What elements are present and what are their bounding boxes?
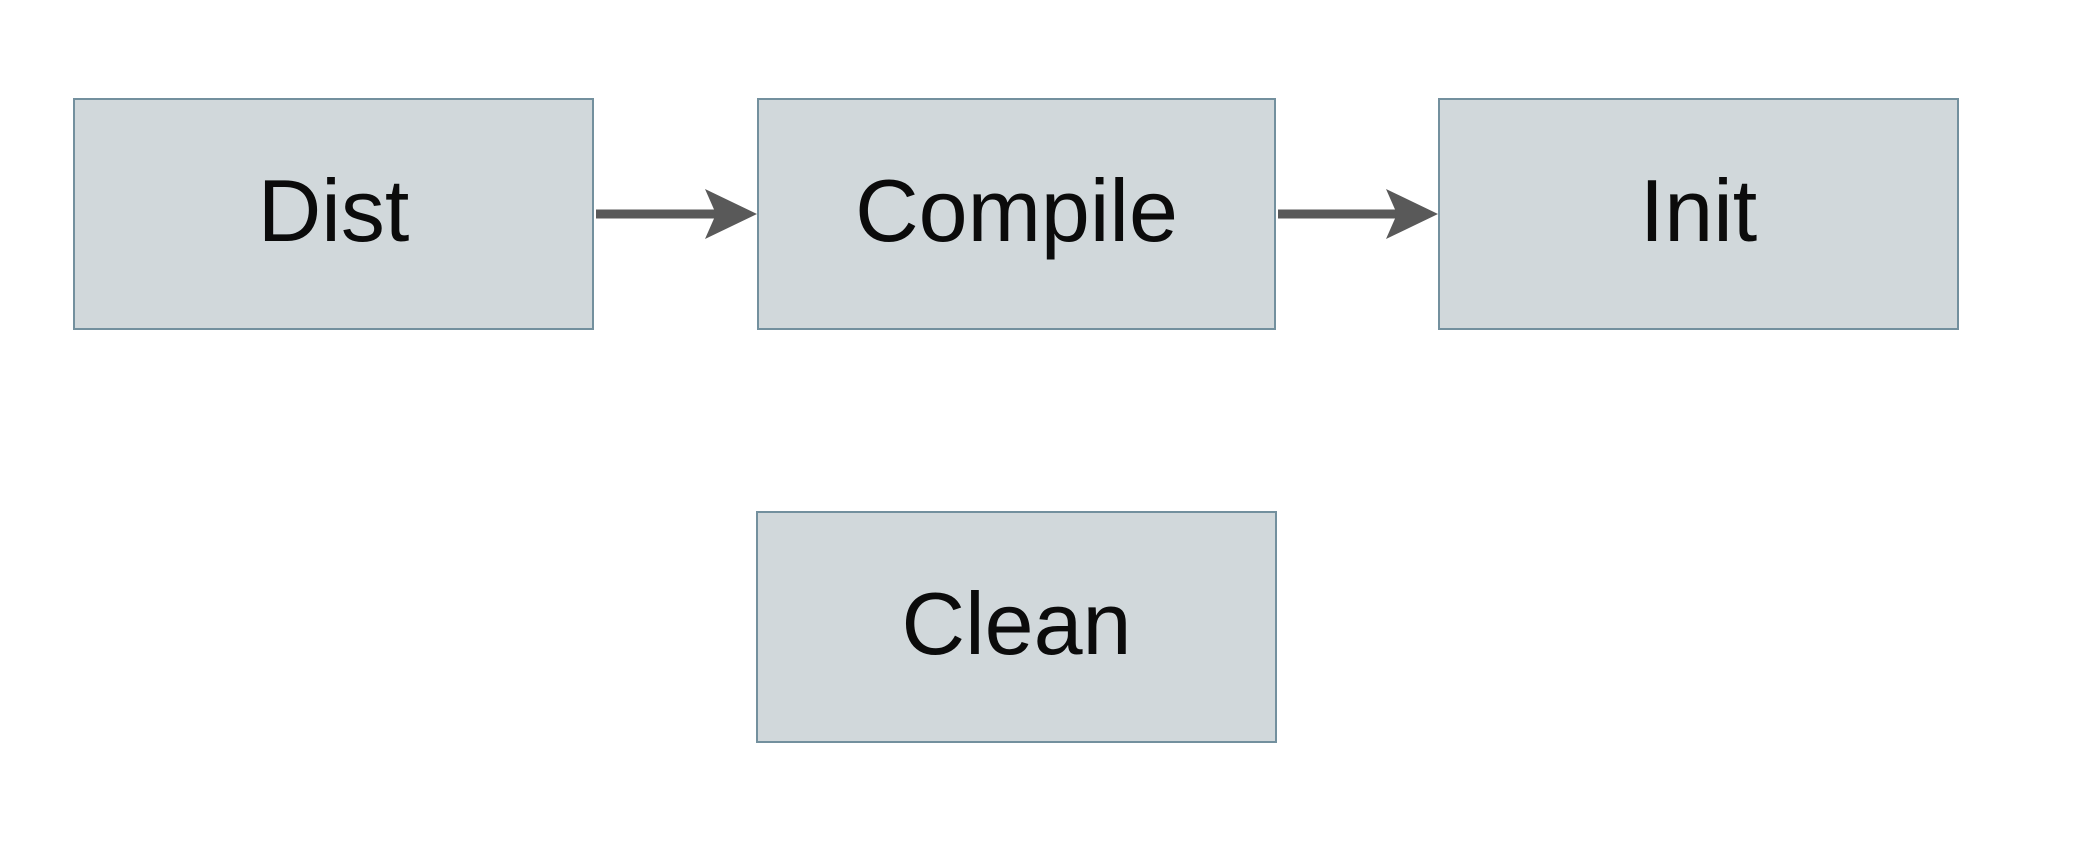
node-init[interactable]: Init: [1438, 98, 1959, 330]
arrowhead-right-icon: [1386, 189, 1438, 239]
node-init-label: Init: [1639, 161, 1758, 260]
edge-compile-init[interactable]: [1278, 189, 1438, 239]
node-clean-label: Clean: [901, 574, 1132, 673]
node-compile[interactable]: Compile: [757, 98, 1276, 330]
arrowhead-right-icon: [705, 189, 757, 239]
node-compile-label: Compile: [855, 161, 1178, 260]
node-clean[interactable]: Clean: [756, 511, 1277, 743]
node-dist[interactable]: Dist: [73, 98, 594, 330]
node-dist-label: Dist: [257, 161, 410, 260]
edge-dist-compile[interactable]: [596, 189, 757, 239]
